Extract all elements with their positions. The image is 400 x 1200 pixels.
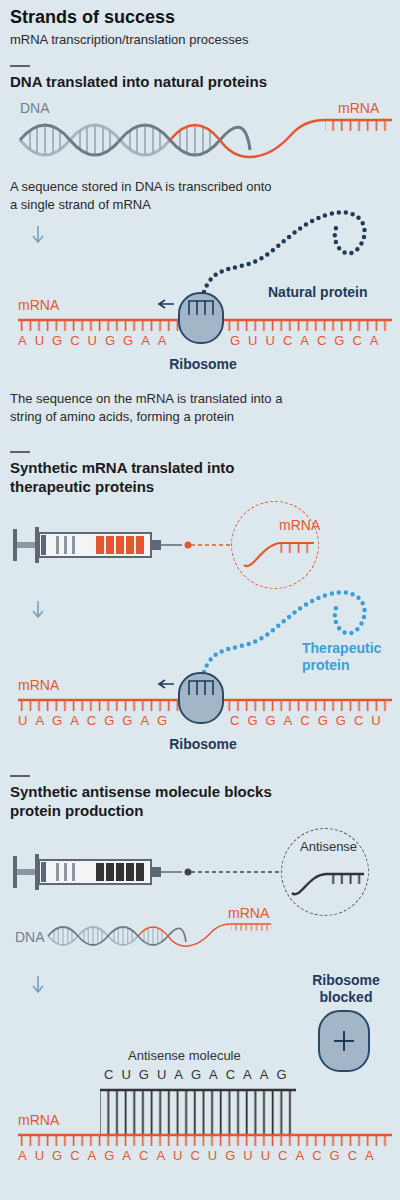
base-sequence: CUGUAGACAAG	[104, 1067, 295, 1082]
mrna-label: mRNA	[279, 517, 320, 534]
mrna-label: mRNA	[18, 297, 59, 314]
down-arrow	[33, 976, 43, 992]
mrna-strand	[244, 543, 314, 566]
down-arrow	[33, 601, 43, 617]
syringe-dose	[96, 536, 104, 554]
protein-label: Therapeutic protein	[302, 640, 392, 674]
antisense-bases	[326, 875, 364, 884]
base-sequence: CGGACGGCU	[230, 713, 389, 728]
ribosome-shape: Ribosome	[178, 292, 224, 344]
leader-dot	[185, 869, 192, 876]
mrna-strand	[18, 1134, 392, 1136]
leader-dot	[185, 542, 192, 549]
blocked-cross	[334, 1031, 354, 1051]
syringe-dose	[126, 536, 134, 554]
section-heading: Synthetic mRNA translated into therapeut…	[10, 458, 280, 496]
antisense-circle: Antisense	[281, 828, 369, 916]
ribosome-label: Ribosome blocked	[306, 972, 386, 1006]
ribosome-slot	[189, 301, 213, 315]
body-text: A sequence stored in DNA is transcribed …	[10, 178, 272, 214]
body-text: The sequence on the mRNA is translated i…	[10, 390, 300, 426]
antisense-strand	[100, 1089, 296, 1092]
ribosome-label: Ribosome	[166, 356, 240, 373]
ribosome-slot	[189, 681, 213, 695]
dna-helix	[48, 924, 271, 946]
dna-helix	[20, 120, 392, 157]
base-sequence: AUGCAGACAUCUGUUCACGCA	[18, 1148, 382, 1163]
mrna-bases	[280, 544, 314, 553]
mrna-bases	[18, 1136, 392, 1146]
antisense-strand	[292, 874, 364, 894]
base-sequence: UAGACGGAG	[18, 713, 175, 728]
antisense-label: Antisense	[300, 839, 357, 855]
protein-label: Natural protein	[268, 284, 393, 301]
ribosome-shape: Ribosome blocked	[318, 1010, 370, 1072]
section-rule	[10, 775, 30, 777]
dna-label: DNA	[15, 929, 45, 946]
mrna-label: mRNA	[18, 1112, 59, 1129]
syringe-dose	[136, 863, 144, 881]
dna-label: DNA	[20, 100, 50, 117]
base-pairs	[100, 1091, 296, 1134]
syringe-dose	[106, 863, 114, 881]
antisense-label: Antisense molecule	[128, 1048, 241, 1064]
leader-line	[191, 544, 231, 546]
section-heading: Synthetic antisense molecule blocks prot…	[10, 782, 300, 820]
mrna-circle: mRNA	[231, 501, 319, 589]
direction-arrow	[159, 680, 174, 688]
leader-line	[191, 871, 281, 873]
base-sequence: GUUCACGCA	[230, 333, 387, 348]
mrna-label: mRNA	[18, 677, 59, 694]
ribosome-label: Ribosome	[166, 736, 240, 753]
mrna-label: mRNA	[228, 905, 269, 922]
syringe-dose	[126, 863, 134, 881]
down-arrow	[33, 226, 43, 242]
syringe-symbol	[13, 527, 182, 563]
syringe-body	[13, 854, 182, 890]
syringe-dose	[116, 863, 124, 881]
subtitle: mRNA transcription/translation processes	[10, 31, 390, 48]
section-rule	[10, 451, 30, 453]
syringe-dose	[116, 536, 124, 554]
syringe-symbol	[13, 854, 182, 890]
chart-title: Strands of success	[10, 6, 390, 28]
section-rule	[10, 65, 30, 67]
ribosome-shape: Ribosome	[178, 672, 224, 724]
syringe-dose	[106, 536, 114, 554]
section-heading: DNA translated into natural proteins	[10, 72, 390, 91]
mrna-label: mRNA	[338, 100, 379, 117]
syringe-dose	[96, 863, 104, 881]
syringe-body	[13, 527, 182, 563]
protein-chain	[204, 212, 365, 292]
syringe-dose	[136, 536, 144, 554]
direction-arrow	[159, 300, 174, 308]
base-sequence: AUGCUGGAA	[18, 333, 175, 348]
